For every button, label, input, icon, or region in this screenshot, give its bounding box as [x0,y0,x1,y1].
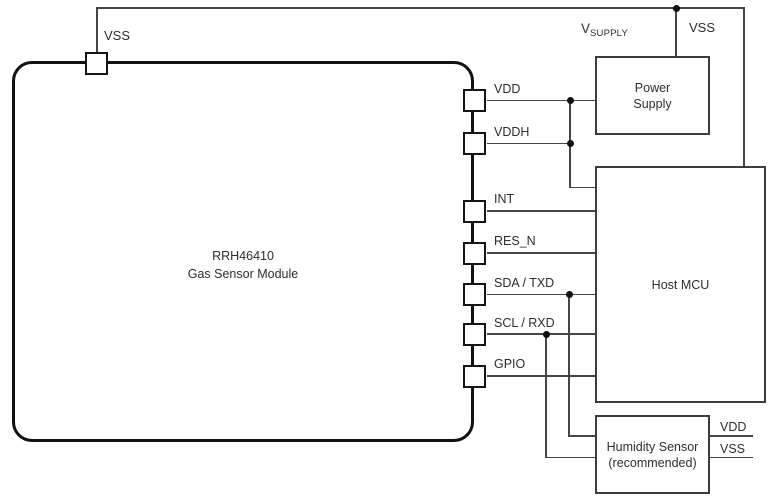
wire-vdd [487,99,596,102]
humidity-sensor-label-line1: Humidity Sensor [606,439,699,454]
wire-vsupply-drop-to-power [675,7,677,58]
pin-label-sda-txd: SDA / TXD [494,276,555,290]
vsupply-label-main: V [581,21,591,36]
power-supply-label-line1: Power [634,80,671,95]
pin-vddh [463,132,486,155]
humidity-sensor-label-line2: (recommended) [608,455,697,470]
wire-int [487,210,596,212]
vsupply-label-sub: SUPPLY [590,28,629,39]
wire-power-branch-to-mcu [569,186,597,189]
power-supply-label-line2: Supply [633,96,672,111]
vss-pin [85,52,108,75]
pin-label-gpio: GPIO [494,356,526,371]
pin-sda-txd [463,283,486,306]
module-name-line1: RRH46410 [212,249,274,263]
vss-pin-label: VSS [104,28,131,43]
wire-sda-to-humidity-vertical [568,293,570,436]
wire-sda-to-humidity [568,435,597,437]
gas-sensor-module-name: RRH46410 Gas Sensor Module [12,248,474,283]
wire-scl-to-humidity-vertical [545,333,547,458]
wire-vss-to-host-mcu [743,7,745,168]
wire-scl-to-humidity [545,456,597,459]
pin-scl-rxd [463,322,486,346]
module-name-line2: Gas Sensor Module [187,266,299,281]
vsupply-label: VSUPPLY [581,22,628,40]
pin-label-vddh: VDDH [494,125,530,139]
wire-sda-txd [487,293,596,296]
pin-label-scl-rxd: SCL / RXD [494,316,555,330]
pin-label-vdd: VDD [494,82,521,96]
pin-res-n [463,241,486,265]
wire-vss-riser [96,8,98,53]
junction-scl [542,330,550,338]
junction-vddh [566,140,574,147]
wire-vddh [487,142,571,145]
humidity-stub-label-vdd: VDD [720,420,747,434]
host-mcu-label: Host MCU [651,277,710,292]
pin-int [463,199,486,223]
vss-rail-label: VSS [689,20,716,35]
wire-humidity-vss-stub [710,456,753,459]
wire-scl-rxd [487,333,596,335]
wire-gpio [487,375,596,377]
wire-res-n [487,252,596,254]
wire-vss-top-rail [96,7,745,9]
pin-label-int: INT [494,192,515,206]
pin-label-res-n: RES_N [494,234,536,248]
power-supply-box: Power Supply [595,56,710,135]
gas-sensor-module-box [12,61,474,442]
host-mcu-box: Host MCU [595,166,766,403]
junction-vss-top [672,4,680,12]
humidity-stub-label-vss: VSS [720,442,746,456]
humidity-sensor-box: Humidity Sensor (recommended) [595,415,710,494]
pin-gpio [463,364,486,388]
junction-vdd [566,97,574,104]
wire-humidity-vdd-stub [710,435,753,437]
pin-vdd [463,89,486,112]
junction-sda [565,291,573,298]
